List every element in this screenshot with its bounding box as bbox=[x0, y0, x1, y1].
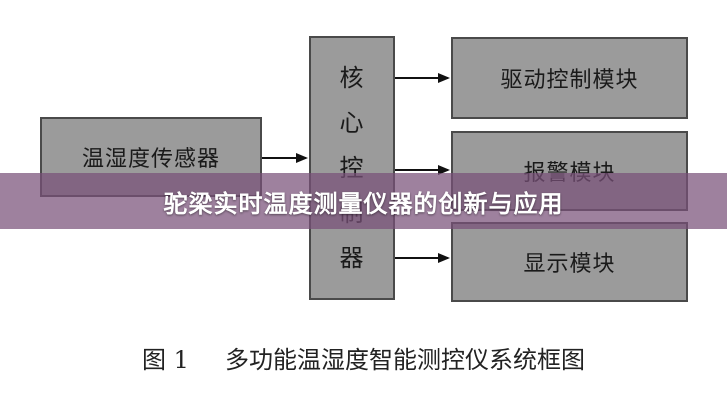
display-box: 显示模块 bbox=[451, 222, 688, 302]
core-char-2: 心 bbox=[339, 109, 365, 138]
drive-control-box: 驱动控制模块 bbox=[451, 37, 688, 119]
title-banner: 驼梁实时温度测量仪器的创新与应用 bbox=[0, 173, 727, 229]
core-char-1: 核 bbox=[339, 64, 365, 93]
display-label: 显示模块 bbox=[523, 252, 616, 277]
figure-number: 图 1 bbox=[142, 346, 189, 374]
figure-caption-text: 多功能温湿度智能测控仪系统框图 bbox=[224, 346, 585, 374]
core-char-5: 器 bbox=[339, 243, 365, 272]
drive-control-label: 驱动控制模块 bbox=[500, 68, 639, 93]
sensor-label: 温湿度传感器 bbox=[81, 147, 220, 172]
core-controller-box: 核 心 控 制 器 bbox=[309, 36, 395, 300]
figure-caption: 图 1 多功能温湿度智能测控仪系统框图 bbox=[0, 340, 727, 375]
banner-title: 驼梁实时温度测量仪器的创新与应用 bbox=[163, 189, 564, 218]
